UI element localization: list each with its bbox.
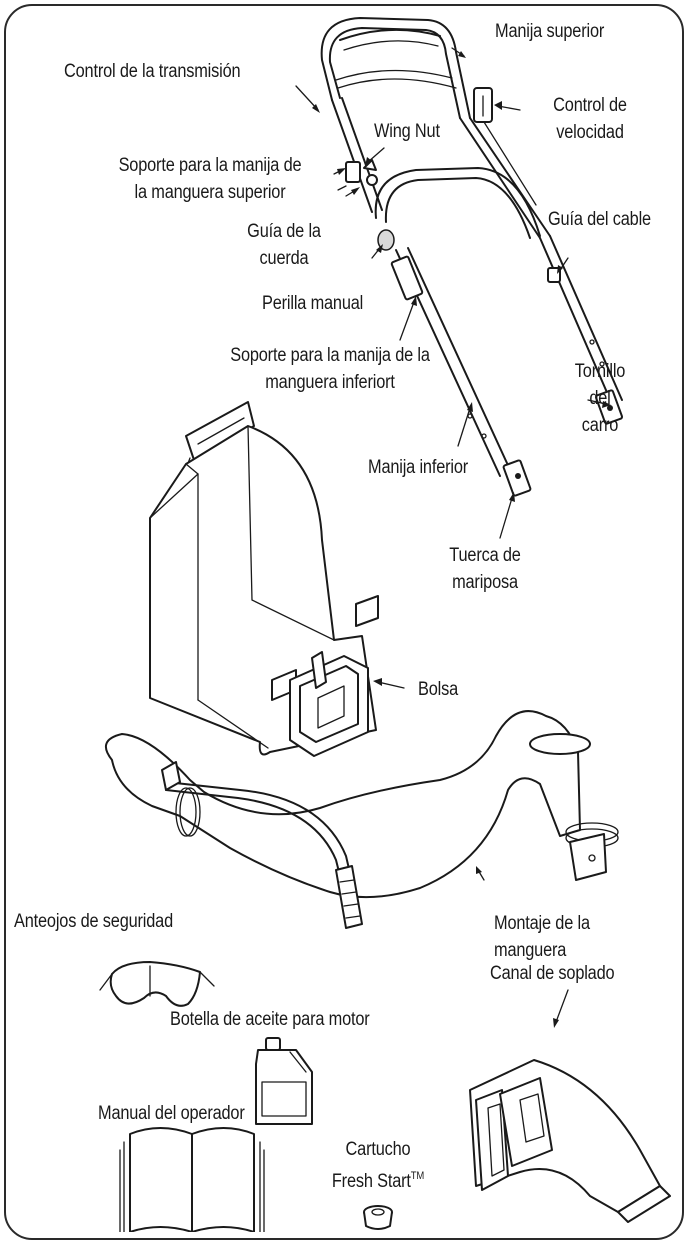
- handle-assembly: [320, 17, 624, 497]
- label-engine-oil-bottle: Botella de aceite para motor: [170, 1009, 370, 1030]
- label-upper-handle: Manija superior: [495, 21, 605, 42]
- label-wing-nut: Wing Nut: [374, 121, 440, 142]
- hose-illustration: [104, 710, 619, 929]
- label-upper-hose-handle-support-line1: Soporte para la manija de: [118, 155, 302, 176]
- label-fresh-start-line2: Fresh StartTM: [326, 1163, 429, 1195]
- label-fresh-start-line1: Cartucho: [345, 1139, 411, 1160]
- label-fresh-start-cartridge: Cartucho Fresh StartTM: [326, 1136, 429, 1195]
- label-speed-control-line2: velocidad: [556, 122, 624, 143]
- trademark-mark: TM: [410, 1170, 425, 1182]
- label-lower-hose-handle-support-line1: Soporte para la manija de la: [230, 345, 430, 366]
- label-butterfly-nut: Tuerca de mariposa: [438, 542, 533, 596]
- oil-bottle-illustration: [255, 1037, 313, 1125]
- label-operators-manual: Manual del operador: [98, 1103, 245, 1124]
- blower-chute-illustration: [469, 1059, 671, 1223]
- fresh-start-cartridge-illustration: [363, 1205, 393, 1230]
- label-hose-assembly: Montaje de la manguera: [494, 910, 590, 964]
- label-cable-guide: Guía del cable: [548, 209, 651, 230]
- label-lower-handle: Manija inferior: [368, 457, 469, 478]
- label-bag: Bolsa: [418, 679, 459, 700]
- label-upper-hose-handle-support: Soporte para la manija de la manguera su…: [81, 152, 339, 206]
- manual-illustration: [119, 1127, 265, 1232]
- label-butterfly-nut-line2: mariposa: [452, 572, 518, 593]
- label-rope-guide: Guía de la cuerda: [232, 218, 335, 272]
- label-speed-control: Control de velocidad: [538, 92, 641, 146]
- label-safety-glasses: Anteojos de seguridad: [14, 911, 174, 932]
- label-blower-chute: Canal de soplado: [490, 963, 615, 984]
- label-butterfly-nut-line1: Tuerca de: [449, 545, 521, 566]
- label-hose-assembly-line1: Montaje de la: [494, 913, 590, 934]
- label-lower-hose-handle-support: Soporte para la manija de la manguera in…: [201, 342, 459, 396]
- label-drive-control: Control de la transmisión: [64, 61, 241, 82]
- label-carriage-bolt-line2: del: [589, 388, 611, 409]
- label-fresh-start-name: Fresh Start: [331, 1171, 411, 1192]
- label-speed-control-line1: Control de: [553, 95, 627, 116]
- label-rope-guide-line1: Guía de la: [247, 221, 321, 242]
- label-hose-assembly-line2: manguera: [494, 940, 567, 961]
- label-upper-hose-handle-support-line2: la manguera superior: [134, 182, 286, 203]
- bag-illustration: [149, 401, 379, 757]
- label-rope-guide-line2: cuerda: [259, 248, 309, 269]
- safety-glasses-illustration: [99, 961, 215, 1007]
- label-carriage-bolt-line1: Tornillo: [574, 361, 626, 382]
- label-lower-hose-handle-support-line2: manguera inferiort: [265, 372, 395, 393]
- label-carriage-bolt: Tornillo del carro: [557, 358, 643, 439]
- leader-lines: [295, 47, 611, 1028]
- label-carriage-bolt-line3: carro: [581, 415, 619, 436]
- label-hand-knob: Perilla manual: [262, 293, 364, 314]
